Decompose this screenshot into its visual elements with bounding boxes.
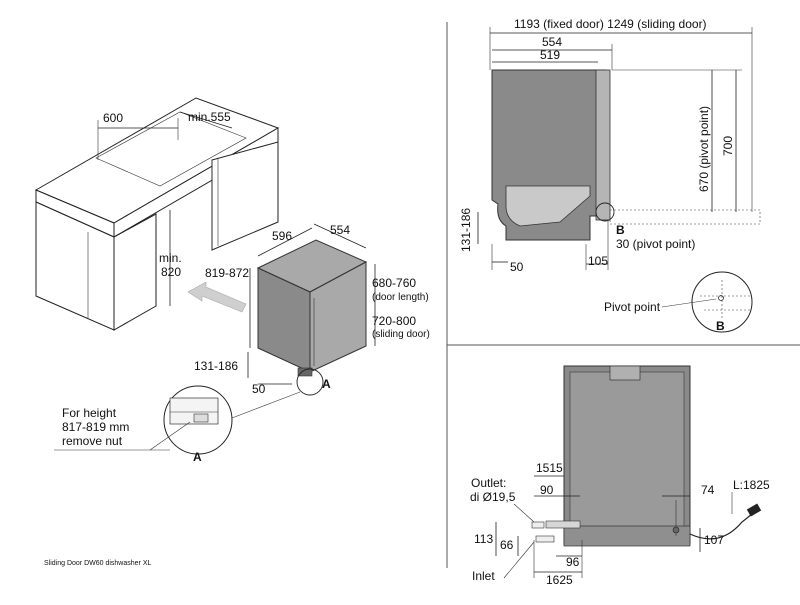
detail-a-label: A bbox=[193, 450, 202, 464]
sliding-door-outline bbox=[609, 209, 761, 225]
dim-96-label: 96 bbox=[566, 555, 580, 569]
side-plinth-label: 131-186 bbox=[459, 208, 473, 252]
inlet-label: Inlet bbox=[472, 569, 495, 583]
side-view: 1193 (fixed door) 1249 (sliding door) 55… bbox=[459, 17, 761, 333]
niche-height-label-b: 820 bbox=[161, 265, 181, 279]
machine-depth-label: 554 bbox=[330, 223, 350, 237]
dim-1625-label: 1625 bbox=[546, 573, 573, 587]
outlet-label-b: di Ø19,5 bbox=[470, 490, 516, 504]
marker-b: B bbox=[616, 223, 625, 237]
note-line-1: For height bbox=[62, 406, 117, 420]
sliding-door-label-a: 720-800 bbox=[372, 314, 416, 328]
detail-marker-a: A bbox=[322, 377, 331, 391]
door-length-label-b: (door length) bbox=[372, 292, 429, 303]
height-700-label: 700 bbox=[721, 136, 735, 156]
dim-107-label: 107 bbox=[704, 533, 724, 547]
dim-74-label: 74 bbox=[701, 483, 715, 497]
dim-105-label: 105 bbox=[588, 254, 608, 268]
inlet-hose bbox=[535, 535, 555, 543]
detail-circle-a bbox=[296, 368, 324, 396]
total-depth-label: 1193 (fixed door) 1249 (sliding door) bbox=[514, 17, 707, 31]
pivot-height-label: 670 (pivot point) bbox=[697, 106, 711, 192]
detail-b-label: B bbox=[716, 319, 725, 333]
dim-90-label: 90 bbox=[540, 483, 554, 497]
door-length-label-a: 680-760 bbox=[372, 276, 416, 290]
note-line-3: remove nut bbox=[62, 434, 123, 448]
cabinet-width-label: 600 bbox=[103, 111, 123, 125]
plinth-depth-label: 50 bbox=[252, 382, 266, 396]
dim-50-label: 50 bbox=[510, 260, 524, 274]
niche-height-label-a: min. bbox=[159, 251, 182, 265]
pivot-30-label: 30 (pivot point) bbox=[616, 237, 695, 251]
insert-arrow-icon bbox=[187, 281, 247, 313]
dim-66-label: 66 bbox=[500, 538, 514, 552]
sink-opening bbox=[95, 111, 247, 187]
depth-554-label: 554 bbox=[542, 35, 562, 49]
left-isometric-view: 600 min.555 min. 820 596 554 819-872 680… bbox=[34, 97, 430, 567]
back-view: Outlet: di Ø19,5 1515 90 74 L:1825 113 6… bbox=[470, 365, 770, 587]
dim-113-label: 113 bbox=[474, 532, 493, 546]
note-line-2: 817-819 mm bbox=[62, 420, 129, 434]
right-base-cabinet bbox=[211, 141, 279, 251]
machine-side bbox=[309, 261, 367, 373]
side-door bbox=[595, 69, 611, 221]
outlet-hose bbox=[545, 520, 581, 529]
depth-519-label: 519 bbox=[540, 48, 560, 62]
pivot-point-label: Pivot point bbox=[604, 300, 661, 314]
cabinet-depth-label: min.555 bbox=[188, 110, 231, 124]
dim-1515-label: 1515 bbox=[536, 461, 563, 475]
sliding-door-label-b: (sliding door) bbox=[372, 329, 430, 340]
outlet-label-a: Outlet: bbox=[471, 476, 506, 490]
caption: Sliding Door DW60 dishwasher XL bbox=[44, 560, 151, 567]
cable-length-label: L:1825 bbox=[733, 478, 770, 492]
plug-icon bbox=[746, 503, 762, 517]
power-cable bbox=[689, 513, 753, 540]
machine-height-label: 819-872 bbox=[205, 266, 249, 280]
plinth-label: 131-186 bbox=[194, 359, 238, 373]
machine-width-label: 596 bbox=[272, 229, 292, 243]
